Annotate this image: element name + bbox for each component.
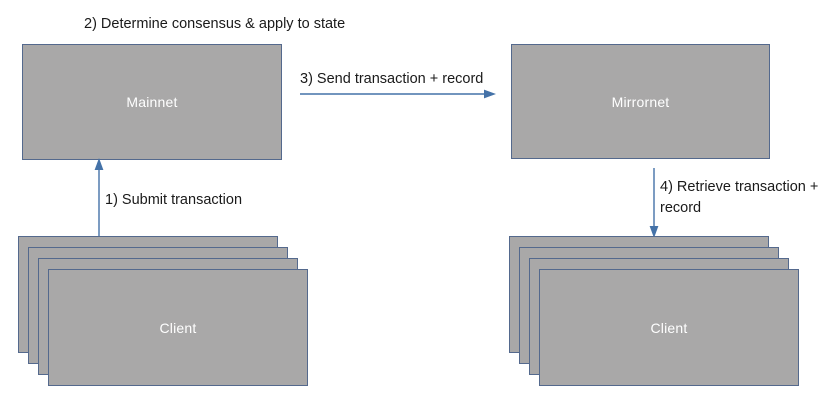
arrow-down-icon-step4 <box>649 168 659 238</box>
node-client-left[interactable]: Client <box>18 236 338 406</box>
client-stack-sheet-front[interactable]: Client <box>539 269 799 386</box>
node-client-left-label: Client <box>159 319 197 336</box>
client-stack-sheet-front[interactable]: Client <box>48 269 308 386</box>
connector-label-step1: 1) Submit transaction <box>105 192 243 208</box>
node-mirrornet-label: Mirrornet <box>611 93 670 110</box>
connector-label-step3: 3) Send transaction + record <box>300 71 484 87</box>
node-mirrornet[interactable]: Mirrornet <box>511 44 770 159</box>
node-mainnet[interactable]: Mainnet <box>22 44 282 160</box>
node-client-right[interactable]: Client <box>509 236 829 406</box>
arrow-up-icon-step1 <box>94 158 104 244</box>
node-mainnet-label: Mainnet <box>126 94 178 110</box>
connector-label-step2: 2) Determine consensus & apply to state <box>84 16 346 32</box>
node-client-right-label: Client <box>650 319 688 336</box>
arrow-right-icon-step3 <box>300 89 496 99</box>
connector-label-step4: 4) Retrieve transaction + record <box>660 179 819 217</box>
